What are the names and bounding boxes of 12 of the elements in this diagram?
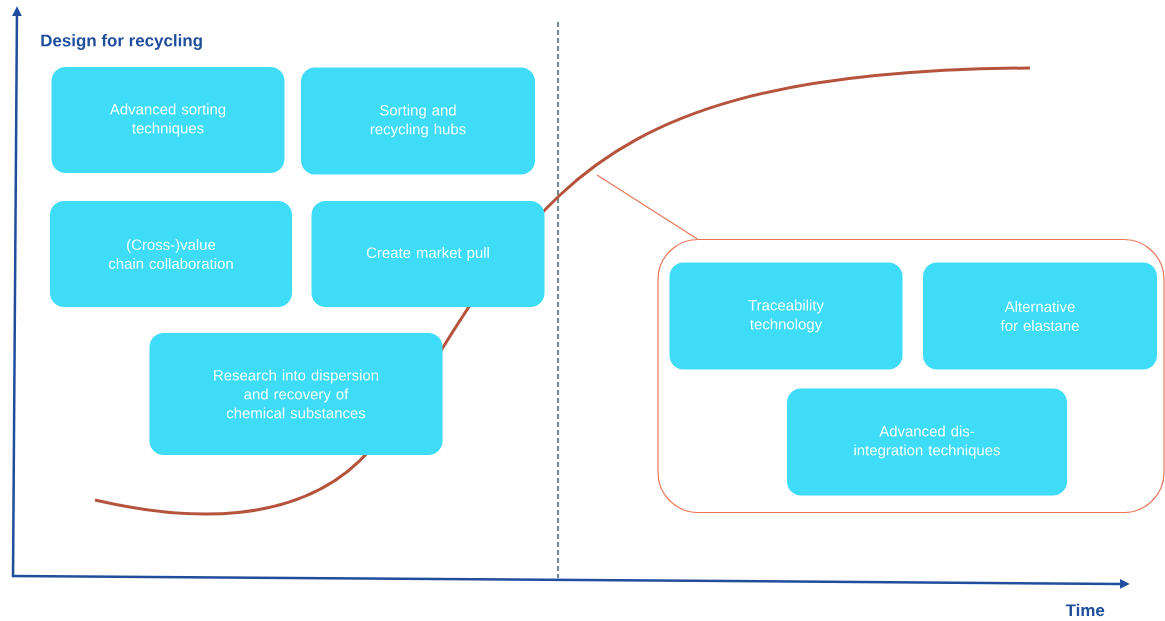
- group-frame: [657, 238, 1165, 514]
- topic-box: Research into dispersion and recovery of chemical substances: [149, 333, 443, 455]
- axis-title: Time: [1065, 603, 1105, 617]
- topic-box: Create market pull: [311, 201, 545, 307]
- topic-box: Advanced dis-integration techniques: [787, 388, 1067, 496]
- axis-title: Design for recycling: [41, 34, 202, 50]
- topic-box: Advanced sorting techniques: [51, 67, 285, 173]
- leader-line: [596, 174, 698, 240]
- topic-box: Sorting and recycling hubs: [301, 67, 535, 175]
- topic-box: (Cross-)value chain collaboration: [50, 201, 292, 307]
- topic-box: Traceability technology: [669, 262, 903, 370]
- topic-box: Alternative for elastane: [923, 262, 1157, 370]
